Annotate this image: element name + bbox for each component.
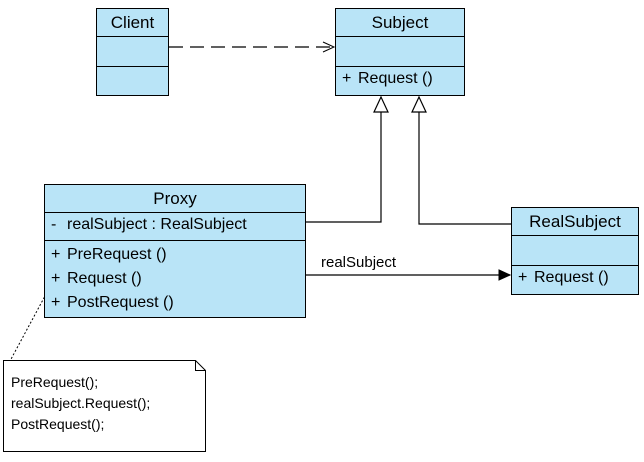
operation-row: + Request ()	[45, 267, 305, 291]
visibility-marker: +	[51, 294, 61, 311]
class-client[interactable]: Client	[96, 8, 169, 96]
attribute-row: -realSubject : RealSubject	[45, 213, 305, 237]
visibility-marker: +	[342, 70, 352, 87]
note[interactable]: PreRequest(); realSubject.Request(); Pos…	[3, 360, 206, 452]
class-name: Subject	[336, 9, 464, 37]
class-proxy[interactable]: Proxy -realSubject : RealSubject + PreReq…	[44, 184, 306, 318]
note-line: PreRequest();	[11, 374, 99, 390]
generalization-arrowhead-realsubject	[411, 95, 427, 113]
note-line: PostRequest();	[11, 416, 105, 432]
attributes-section	[336, 37, 464, 67]
operations-section: + PreRequest () + Request () + PostRequest …	[45, 241, 305, 315]
visibility-marker: -	[51, 216, 57, 233]
visibility-marker: +	[51, 270, 61, 287]
note-anchor-line	[9, 282, 53, 362]
class-name: Proxy	[45, 185, 305, 213]
generalization-arrowhead-proxy	[373, 95, 389, 113]
operations-section	[97, 67, 168, 96]
operations-section: + Request ()	[512, 266, 638, 295]
class-subject[interactable]: Subject + Request ()	[335, 8, 465, 96]
operation-row: + PreRequest ()	[45, 243, 305, 267]
operation-row: + Request ()	[336, 67, 464, 91]
operation-text: PostRequest ()	[67, 294, 174, 311]
association-label: realSubject	[321, 254, 397, 271]
operation-text: Request ()	[358, 70, 433, 87]
class-name: RealSubject	[512, 208, 638, 236]
class-name: Client	[97, 9, 168, 37]
operation-text: Request ()	[534, 269, 609, 286]
attributes-section	[97, 37, 168, 67]
operations-section: + Request ()	[336, 67, 464, 96]
note-shape	[3, 360, 206, 452]
attribute-text: realSubject : RealSubject	[67, 216, 247, 233]
note-line: realSubject.Request();	[11, 395, 151, 411]
attributes-section: -realSubject : RealSubject	[45, 213, 305, 241]
visibility-marker: +	[51, 246, 61, 263]
generalization-realsubject-subject	[418, 112, 511, 225]
operation-row: + PostRequest ()	[45, 291, 305, 315]
generalization-proxy-subject	[305, 112, 382, 223]
visibility-marker: +	[518, 269, 528, 286]
class-realsubject[interactable]: RealSubject + Request ()	[511, 207, 639, 295]
note-text: PreRequest(); realSubject.Request(); Pos…	[11, 372, 150, 435]
attributes-section	[512, 236, 638, 266]
operation-text: Request ()	[67, 270, 142, 287]
operation-text: PreRequest ()	[67, 246, 167, 263]
operation-row: + Request ()	[512, 266, 638, 290]
